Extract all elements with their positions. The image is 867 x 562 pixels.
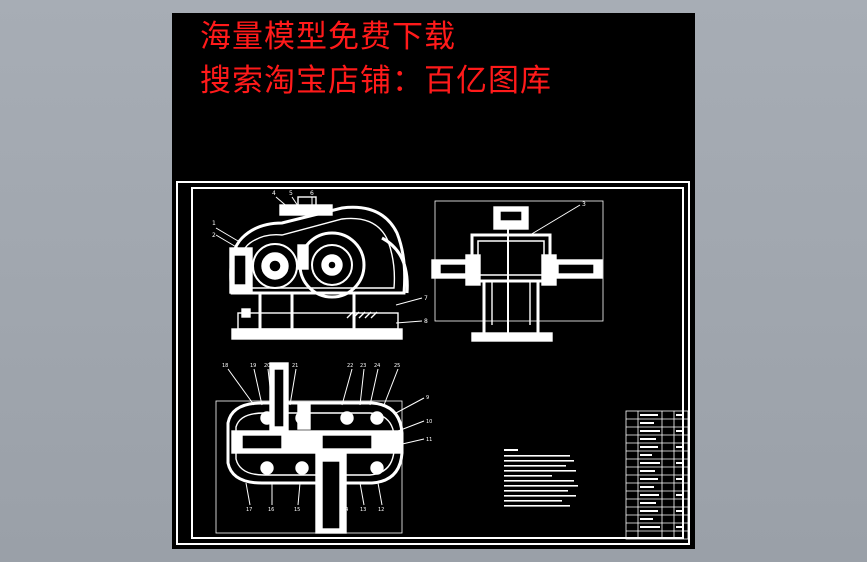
svg-text:20: 20 — [264, 363, 270, 369]
cad-drawing-viewport[interactable]: 海量模型免费下载 搜索淘宝店铺：百亿图库 — [172, 13, 695, 549]
svg-text:4: 4 — [272, 190, 276, 197]
svg-text:3: 3 — [582, 201, 586, 208]
svg-text:13: 13 — [360, 507, 366, 513]
svg-text:11: 11 — [426, 437, 432, 443]
svg-text:16: 16 — [268, 507, 274, 513]
svg-text:7: 7 — [424, 295, 428, 302]
svg-text:6: 6 — [310, 190, 314, 197]
svg-text:19: 19 — [250, 363, 256, 369]
svg-text:22: 22 — [347, 363, 353, 369]
technical-notes — [504, 449, 578, 507]
svg-text:12: 12 — [378, 507, 384, 513]
watermark-line-2: 搜索淘宝店铺：百亿图库 — [200, 63, 552, 99]
drawing-sheet-border — [176, 181, 690, 545]
svg-text:24: 24 — [374, 363, 380, 369]
parts-list-title-block — [625, 410, 689, 540]
svg-text:14: 14 — [342, 507, 348, 513]
svg-text:8: 8 — [424, 318, 428, 325]
svg-text:18: 18 — [222, 363, 228, 369]
svg-text:2: 2 — [212, 232, 216, 239]
svg-text:9: 9 — [426, 395, 429, 401]
side-view: 3 — [431, 200, 604, 342]
svg-text:17: 17 — [246, 507, 252, 513]
svg-text:21: 21 — [292, 363, 298, 369]
watermark-line-1: 海量模型免费下载 — [200, 19, 456, 55]
svg-text:10: 10 — [426, 419, 432, 425]
svg-text:15: 15 — [294, 507, 300, 513]
front-view: 1 2 7 8 4 5 6 — [212, 190, 428, 340]
svg-text:23: 23 — [360, 363, 366, 369]
top-view: 18 19 20 21 22 23 24 25 9 10 11 17 16 15… — [215, 362, 432, 534]
gearbox-assembly-drawing: 1 2 7 8 4 5 6 — [212, 190, 689, 540]
svg-text:25: 25 — [394, 363, 400, 369]
drawing-frame — [191, 187, 684, 539]
svg-text:5: 5 — [289, 190, 293, 197]
svg-text:1: 1 — [212, 220, 216, 227]
